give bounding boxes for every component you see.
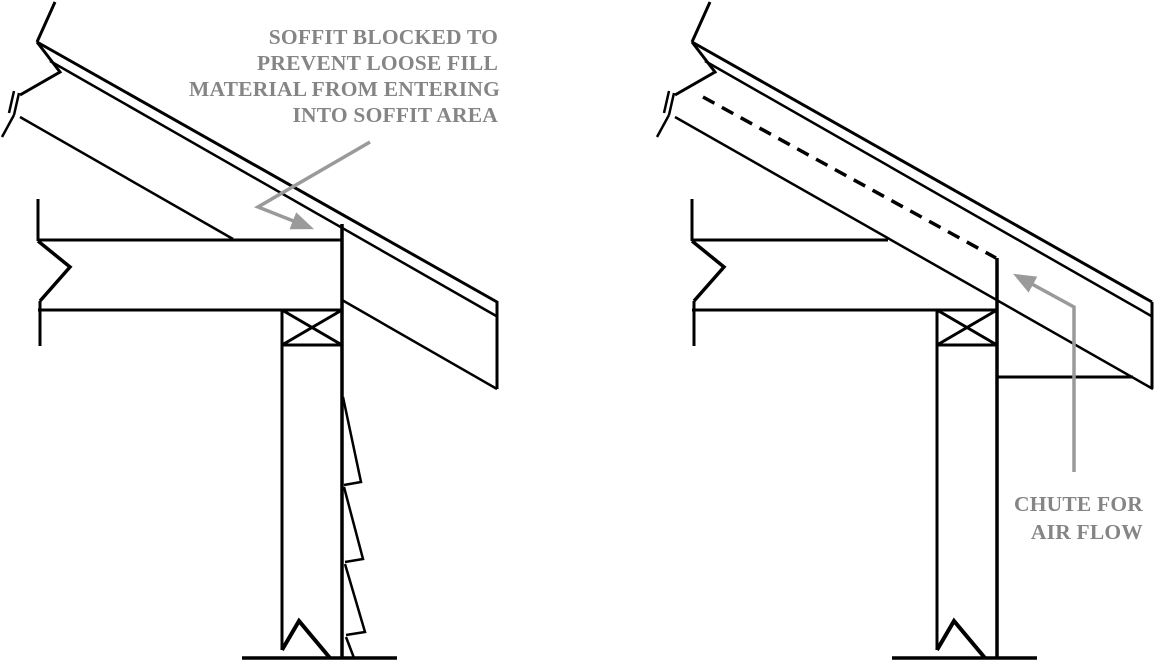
siding-board <box>341 396 363 487</box>
left-siding <box>341 396 367 659</box>
wall-bottom-break <box>280 617 332 660</box>
left-caption-line-2: PREVENT LOOSE FILL <box>257 51 498 75</box>
rafter-break-cut-1 <box>12 92 21 116</box>
left-caption-line-1: SOFFIT BLOCKED TO <box>269 25 498 49</box>
right-roof-assembly <box>655 1 1154 391</box>
left-caption: SOFFIT BLOCKED TO PREVENT LOOSE FILL MAT… <box>189 25 500 127</box>
roof-break-cut-line <box>35 1 57 43</box>
air-chute-dashed-line <box>702 95 997 260</box>
left-roof-assembly <box>0 1 499 391</box>
right-detail-diagram: CHUTE FOR AIR FLOW <box>655 1 1154 660</box>
right-ceiling-joist <box>690 199 997 346</box>
rafter-tail-bottom-line <box>341 298 498 391</box>
rafter-break-cut-2 <box>7 90 16 114</box>
siding-board <box>342 486 365 564</box>
sheathing-bottom-line <box>49 59 499 319</box>
roof-break-cut-line <box>690 1 712 43</box>
sheathing-bottom-line <box>704 59 1154 319</box>
left-leader-arrow <box>253 140 371 230</box>
rafter-break-cut-1 <box>667 92 676 116</box>
rafter-break-cut-2 <box>662 90 671 114</box>
joist-break-zigzag <box>36 239 73 303</box>
right-leader-arrow <box>1013 273 1076 472</box>
left-wall <box>242 224 397 660</box>
rafter-break-cut-3 <box>655 114 671 138</box>
right-caption: CHUTE FOR AIR FLOW <box>1014 492 1143 544</box>
plate-box-x2 <box>281 308 343 347</box>
right-caption-line-1: CHUTE FOR <box>1014 492 1143 516</box>
roofing-top-line <box>691 40 1153 304</box>
left-ceiling-joist <box>36 199 342 346</box>
roofing-top-line <box>36 40 498 304</box>
wall-bottom-break <box>935 617 987 660</box>
rafter-break-cut-3 <box>0 114 16 138</box>
left-top-plate-blocking <box>281 308 343 347</box>
roof-break-flap <box>19 41 63 97</box>
left-detail-diagram: SOFFIT BLOCKED TO PREVENT LOOSE FILL MAT… <box>0 1 500 660</box>
rafter-bottom-line <box>19 115 234 241</box>
joist-break-zigzag <box>690 239 727 303</box>
siding-board <box>344 636 356 659</box>
right-caption-line-2: AIR FLOW <box>1031 520 1143 544</box>
siding-board <box>343 563 367 637</box>
left-caption-line-4: INTO SOFFIT AREA <box>292 103 498 127</box>
roof-break-flap <box>674 41 718 97</box>
right-top-plate-blocking <box>936 308 998 347</box>
left-caption-line-3: MATERIAL FROM ENTERING <box>189 77 500 101</box>
plate-box-x2 <box>936 308 998 347</box>
right-wall <box>892 258 1037 660</box>
rafter-bottom-line <box>674 115 1154 391</box>
